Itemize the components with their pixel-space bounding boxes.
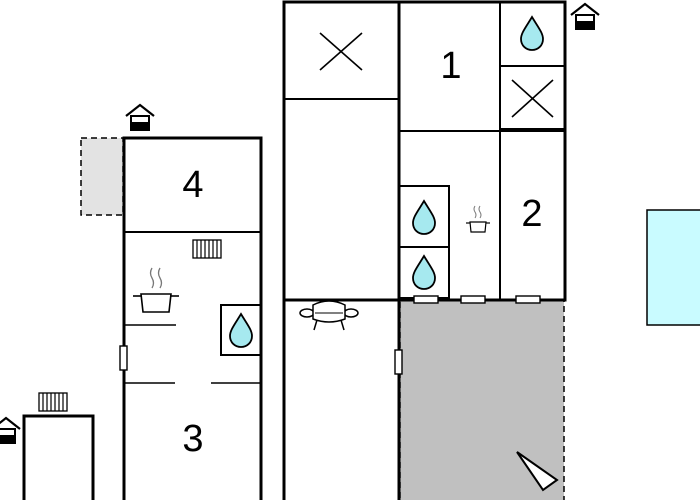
door-icon [119, 345, 128, 371]
stove-pot-icon [466, 205, 490, 233]
window-icon [515, 295, 541, 304]
radiator-icon [192, 239, 222, 259]
main-building [282, 0, 567, 500]
window-icon [413, 295, 439, 304]
water-drop-icon [229, 313, 253, 348]
water-drop-icon [520, 16, 544, 51]
room-4-label: 4 [182, 164, 203, 206]
small-building [22, 414, 95, 500]
radiator-icon [38, 392, 68, 412]
cross-icon [511, 79, 554, 118]
house-entrance-icon [124, 103, 156, 132]
annex [80, 137, 124, 216]
water-drop-icon [412, 255, 436, 290]
cross-icon [319, 32, 363, 71]
left-building [122, 136, 263, 500]
compass-arrow-icon [516, 451, 559, 492]
window-icon [460, 295, 486, 304]
pool [646, 209, 700, 326]
house-entrance-icon [0, 416, 22, 445]
water-drop-icon [412, 200, 436, 235]
door-icon [394, 349, 403, 375]
room-3-label: 3 [182, 418, 203, 460]
room-2-label: 2 [521, 193, 542, 235]
stove-pot-icon [133, 267, 179, 313]
room-1-label: 1 [440, 45, 461, 87]
sofa-icon [299, 300, 359, 331]
house-entrance-icon [569, 2, 601, 31]
